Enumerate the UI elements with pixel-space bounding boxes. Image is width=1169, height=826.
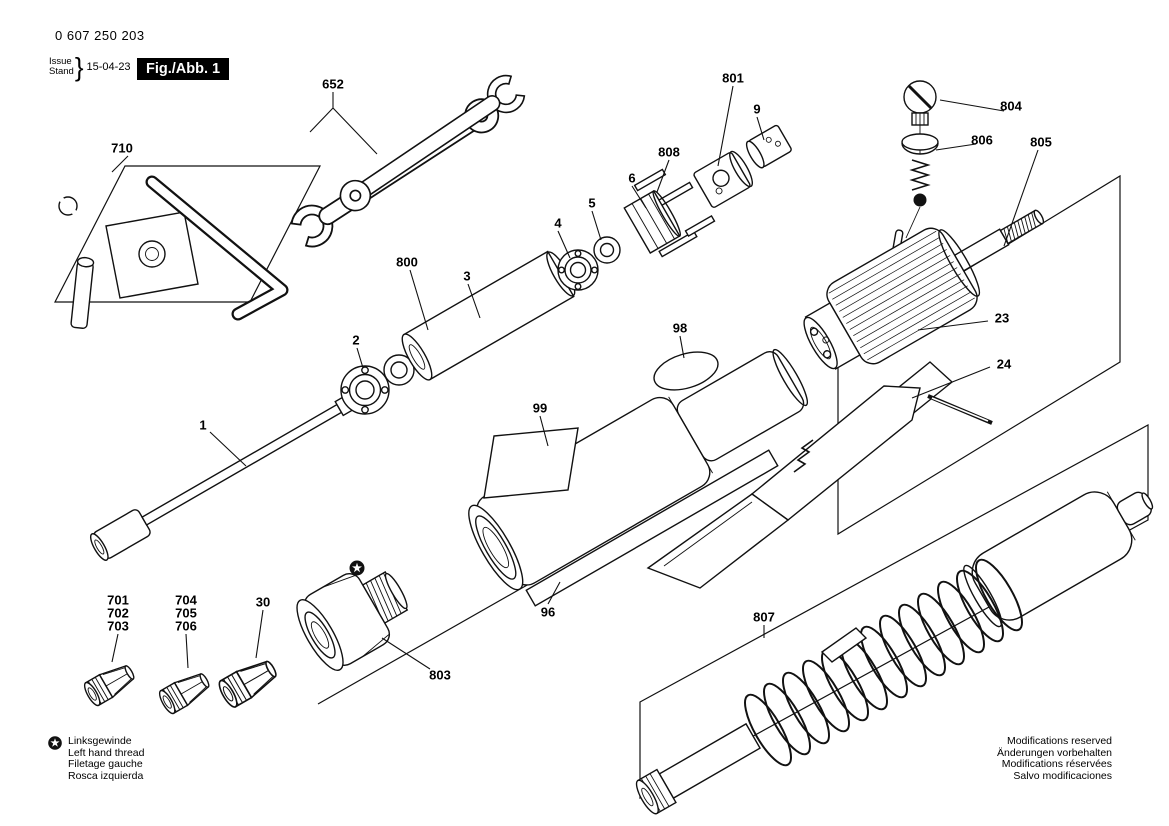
part-label-710: 710: [111, 140, 133, 156]
modifications-line: Modifications réservées: [1001, 758, 1112, 770]
part-housing-99: [468, 348, 809, 591]
part-label-2: 2: [352, 332, 360, 348]
part-label-1: 1: [199, 417, 207, 433]
part-motor-housing: [803, 209, 1045, 370]
part-screw-spring-stack: [901, 80, 939, 239]
part-label-30: 30: [255, 594, 271, 610]
part-strip-96: [525, 449, 779, 607]
spring-clip: [820, 627, 868, 663]
part-lever-assembly: [646, 361, 993, 589]
part-label-3: 3: [463, 268, 471, 284]
part-hose-assembly-807: [635, 491, 1154, 815]
part-label-807: 807: [753, 609, 775, 625]
footnote-line: Rosca izquierda: [68, 769, 144, 782]
footnote-line: Filetage gauche: [68, 758, 143, 770]
stand-label: Stand: [49, 66, 74, 77]
part-number: 0 607 250 203: [55, 28, 145, 43]
part-label-705: 705: [175, 605, 197, 621]
housing-label-plate: [483, 427, 579, 499]
part-label-98: 98: [672, 320, 688, 336]
part-label-96: 96: [540, 604, 556, 620]
part-label-808: 808: [658, 144, 680, 160]
part-label-804: 804: [1000, 98, 1022, 114]
assembly-boxes: [54, 165, 1149, 800]
issue-label: Issue: [49, 55, 72, 67]
part-collet-704-706: [156, 667, 214, 717]
part-label-24: 24: [996, 356, 1012, 372]
footnote-line: Linksgewinde: [68, 735, 132, 747]
part-label-4: 4: [554, 215, 562, 231]
modifications-note: Modifications reserved Änderungen vorbeh…: [996, 735, 1112, 782]
part-label-703: 703: [107, 618, 129, 634]
part-washer-5: [593, 236, 621, 264]
part-label-99: 99: [532, 400, 548, 416]
part-label-6: 6: [628, 170, 636, 186]
left-hand-thread-note: Linksgewinde Left hand thread Filetage g…: [48, 735, 145, 782]
part-collet-nut-803: [296, 560, 409, 671]
part-rotor-6: [623, 168, 716, 258]
issue-date: 15-04-23: [86, 61, 131, 73]
modifications-line: Änderungen vorbehalten: [996, 746, 1112, 759]
part-bearing-4: [557, 249, 599, 291]
dome-98: [653, 351, 719, 391]
part-label-23: 23: [994, 310, 1010, 326]
part-collet-30: [215, 653, 282, 711]
part-label-806: 806: [971, 132, 993, 148]
part-spindle-1: [89, 385, 371, 561]
part-label-800: 800: [396, 254, 418, 270]
part-label-805: 805: [1030, 134, 1052, 150]
part-label-5: 5: [588, 195, 596, 211]
part-tube-3: [401, 250, 576, 381]
part-label-701: 701: [107, 592, 129, 608]
part-label-702: 702: [107, 605, 129, 621]
modifications-line: Modifications reserved: [1006, 735, 1112, 747]
part-label-9: 9: [753, 101, 761, 117]
part-collet-701-703: [81, 659, 139, 709]
part-label-801: 801: [722, 70, 744, 86]
part-group-710: [58, 175, 289, 329]
part-wrenches-652: [286, 70, 529, 253]
part-bushing-9: [745, 124, 792, 169]
left-hand-thread-lines: Linksgewinde Left hand thread Filetage g…: [68, 735, 145, 782]
part-cylinder-801: [693, 150, 754, 208]
modifications-line: Salvo modificaciones: [1013, 769, 1112, 782]
brace-glyph: }: [74, 52, 84, 82]
left-hand-thread-star-icon: [48, 736, 62, 750]
figure-label: Fig./Abb. 1: [137, 58, 230, 80]
part-bearing-2: [340, 354, 415, 415]
issue-stand-block: Issue Stand } 15-04-23: [49, 52, 131, 82]
part-label-803: 803: [429, 667, 451, 683]
part-label-652: 652: [322, 76, 344, 92]
footnote-line: Left hand thread: [68, 746, 145, 759]
part-label-706: 706: [175, 618, 197, 634]
part-label-704: 704: [175, 592, 197, 608]
left-hand-thread-star-icon: [349, 560, 365, 576]
leader-lines: [111, 85, 1039, 670]
